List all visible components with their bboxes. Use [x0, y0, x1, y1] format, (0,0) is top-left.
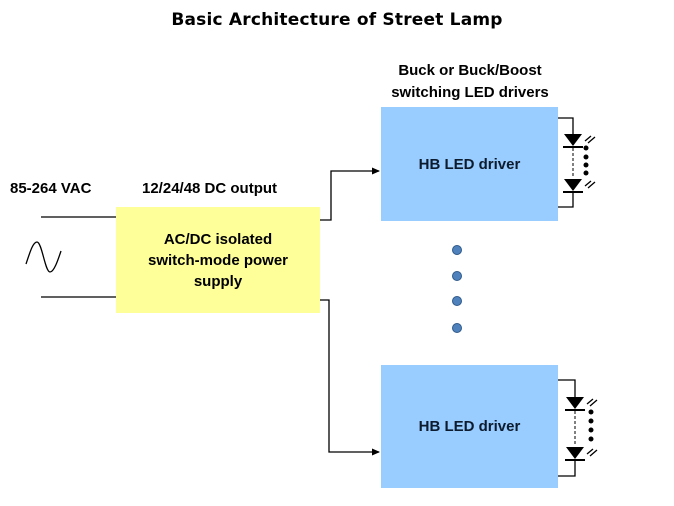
led-driver-label: HB LED driver	[418, 418, 521, 435]
psu-line-2: switch-mode power	[147, 251, 289, 269]
ellipsis-dot	[452, 323, 462, 333]
ellipsis-dot	[452, 271, 462, 281]
driver-caption-line-1: Buck or Buck/Boost	[398, 62, 542, 79]
led-string-icon	[558, 379, 598, 477]
led-string-icon	[558, 117, 596, 208]
input-voltage-label: 85-264 VAC	[10, 180, 92, 197]
wire-to-driver-2	[320, 299, 380, 456]
wire-to-driver-1	[320, 167, 380, 221]
ac-sine-wave-icon	[25, 241, 62, 273]
diagram-title: Basic Architecture of Street Lamp	[171, 10, 503, 30]
led-driver-block-1: HB LED driver	[381, 107, 558, 221]
psu-line-3: supply	[193, 272, 243, 290]
psu-line-1: AC/DC isolated	[163, 230, 273, 248]
ellipsis-dot	[452, 245, 462, 255]
dc-output-label: 12/24/48 DC output	[142, 180, 278, 197]
driver-caption-line-2: switching LED drivers	[391, 84, 549, 101]
driver-caption: Buck or Buck/Boost switching LED drivers	[360, 60, 580, 104]
led-driver-block-2: HB LED driver	[381, 365, 558, 488]
power-supply-block: AC/DC isolated switch-mode power supply	[116, 207, 320, 313]
ellipsis-dot	[452, 296, 462, 306]
led-driver-label: HB LED driver	[418, 155, 521, 173]
